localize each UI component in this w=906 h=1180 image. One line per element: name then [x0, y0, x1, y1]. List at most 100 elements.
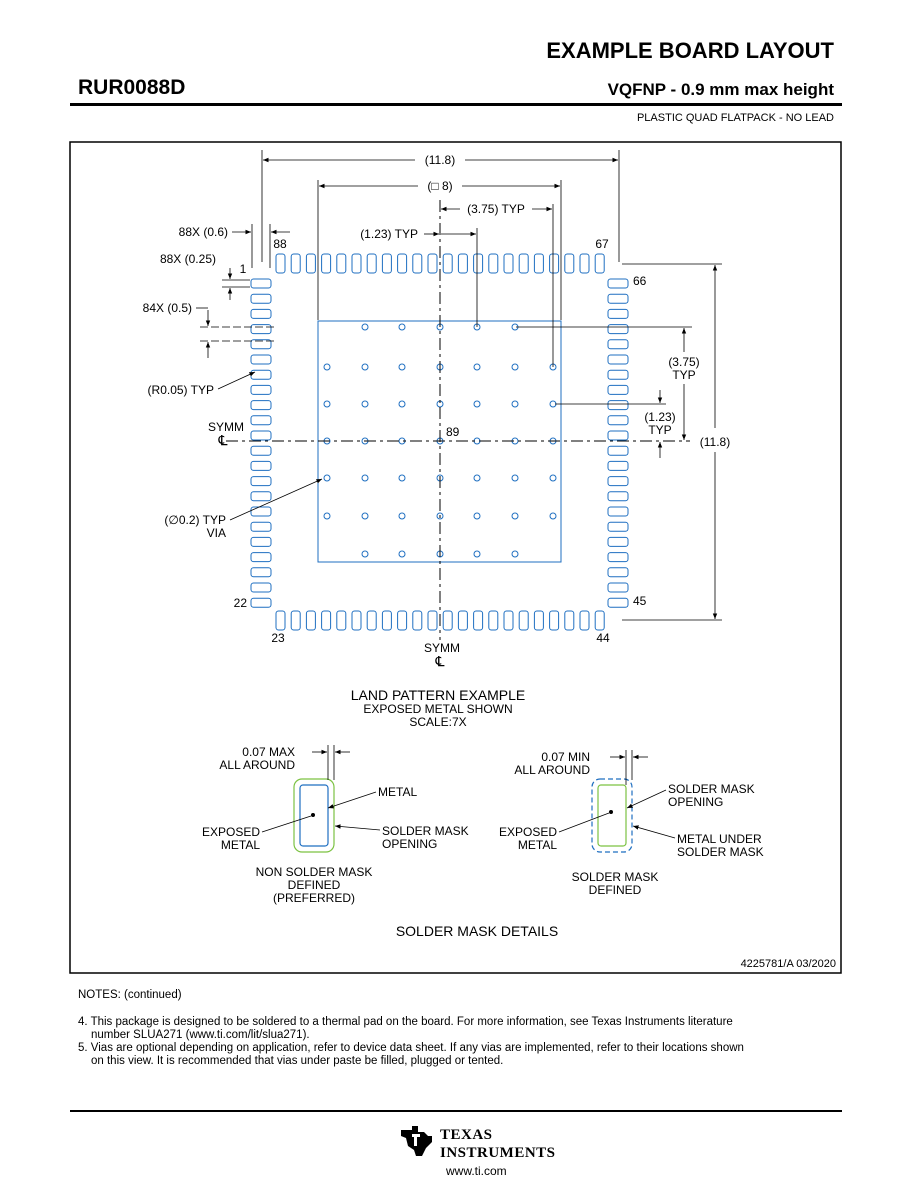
land-pattern-scale: SCALE:7X — [409, 715, 466, 729]
pad-right — [607, 415, 629, 426]
via — [473, 474, 481, 482]
via — [398, 400, 406, 408]
dim-radius: (R0.05) TYP — [148, 383, 214, 397]
nsmd-caption-2: DEFINED — [288, 878, 341, 892]
pad-top — [473, 253, 484, 274]
via — [361, 512, 369, 520]
symm-label-bottom: SYMM — [424, 641, 460, 655]
pad-top — [427, 253, 438, 274]
pad-top — [305, 253, 316, 274]
pin-66-label: 66 — [633, 274, 647, 288]
solder-mask-details-title: SOLDER MASK DETAILS — [396, 923, 558, 939]
dim-via-pitch-y: (3.75) — [668, 355, 699, 369]
via — [323, 363, 331, 371]
pad-bottom — [594, 610, 605, 631]
pad-right — [607, 445, 629, 456]
part-number: RUR0088D — [78, 76, 186, 99]
symm-label-left: SYMM — [208, 420, 244, 434]
pad-top — [366, 253, 377, 274]
pad-bottom — [381, 610, 392, 631]
pad-bottom — [336, 610, 347, 631]
dim-via-pitch-x: (3.75) TYP — [467, 202, 525, 216]
via — [361, 323, 369, 331]
via — [323, 512, 331, 520]
leader-arrow — [229, 478, 323, 521]
centerline-symbol-left: ℄ — [218, 432, 228, 448]
pad-bottom — [518, 610, 529, 631]
pad-top — [381, 253, 392, 274]
note-5-line-2: on this view. It is recommended that via… — [91, 1055, 504, 1067]
pad-right — [607, 506, 629, 517]
via — [398, 323, 406, 331]
pin-22-label: 22 — [234, 596, 248, 610]
nsmd-clearance: 0.07 MAX — [242, 745, 295, 759]
pad-left — [250, 476, 272, 487]
nsmd-solder-mask-opening — [293, 778, 335, 853]
pin-44-label: 44 — [596, 631, 610, 645]
pad-left — [250, 293, 272, 304]
via — [511, 512, 519, 520]
smd-opening-label-2: OPENING — [668, 795, 723, 809]
pad-top — [275, 253, 286, 274]
smd-caption-2: DEFINED — [589, 883, 642, 897]
pad-bottom — [488, 610, 499, 631]
pad-bottom — [564, 610, 575, 631]
smd-solder-mask-opening — [597, 784, 627, 847]
document-number: 4225781/A 03/2020 — [741, 958, 836, 970]
via — [398, 550, 406, 558]
pad-bottom — [473, 610, 484, 631]
pad-left — [250, 582, 272, 593]
via — [398, 363, 406, 371]
company-url[interactable]: www.ti.com — [446, 1164, 507, 1178]
pad-bottom — [503, 610, 514, 631]
pad-bottom — [397, 610, 408, 631]
note-4-line-1: 4. This package is designed to be solder… — [78, 1016, 733, 1028]
leader-arrow — [327, 791, 377, 809]
page-title: EXAMPLE BOARD LAYOUT — [546, 38, 834, 63]
package-description: VQFNP - 0.9 mm max height — [607, 80, 834, 99]
pad-right — [607, 354, 629, 365]
smd-detail: 0.07 MIN ALL AROUND SOLDER MASK OPENING … — [499, 750, 764, 897]
nsmd-caption: NON SOLDER MASK — [256, 865, 373, 879]
pad-left — [250, 369, 272, 380]
pad-left — [250, 552, 272, 563]
via — [361, 363, 369, 371]
pad-left — [250, 324, 272, 335]
pad-right — [607, 552, 629, 563]
via-label: VIA — [207, 526, 226, 540]
via — [549, 512, 557, 520]
smd-metal-under-label-2: SOLDER MASK — [677, 845, 764, 859]
note-4: 4. This package is designed to be solder… — [78, 1016, 733, 1042]
pad-top — [518, 253, 529, 274]
pad-right — [607, 567, 629, 578]
footer-rule — [70, 1110, 842, 1112]
nsmd-opening-label-2: OPENING — [382, 837, 437, 851]
pad-left — [250, 445, 272, 456]
pad-left — [250, 491, 272, 502]
centerline-symbol-bottom: ℄ — [435, 653, 445, 669]
pad-bottom — [427, 610, 438, 631]
pin-1-label: 1 — [240, 262, 247, 276]
pad-right — [607, 324, 629, 335]
dim-via-spacing-y-typ: TYP — [648, 423, 671, 437]
pad-left — [250, 384, 272, 395]
pad-bottom — [533, 610, 544, 631]
smd-opening-label: SOLDER MASK — [668, 782, 755, 796]
pad-top — [290, 253, 301, 274]
leader — [261, 815, 312, 833]
pad-top — [488, 253, 499, 274]
pad-bottom — [290, 610, 301, 631]
via — [549, 474, 557, 482]
pad-top — [594, 253, 605, 274]
nsmd-opening-label: SOLDER MASK — [382, 824, 469, 838]
leader-arrow — [632, 825, 676, 839]
pad-top — [533, 253, 544, 274]
pad-left — [250, 521, 272, 532]
dim-pitch: 84X (0.5) — [143, 301, 192, 315]
pad-right — [607, 460, 629, 471]
smd-caption: SOLDER MASK — [572, 870, 659, 884]
via — [511, 474, 519, 482]
dim-via-spacing-y: (1.23) — [644, 410, 675, 424]
pad-right — [607, 339, 629, 350]
